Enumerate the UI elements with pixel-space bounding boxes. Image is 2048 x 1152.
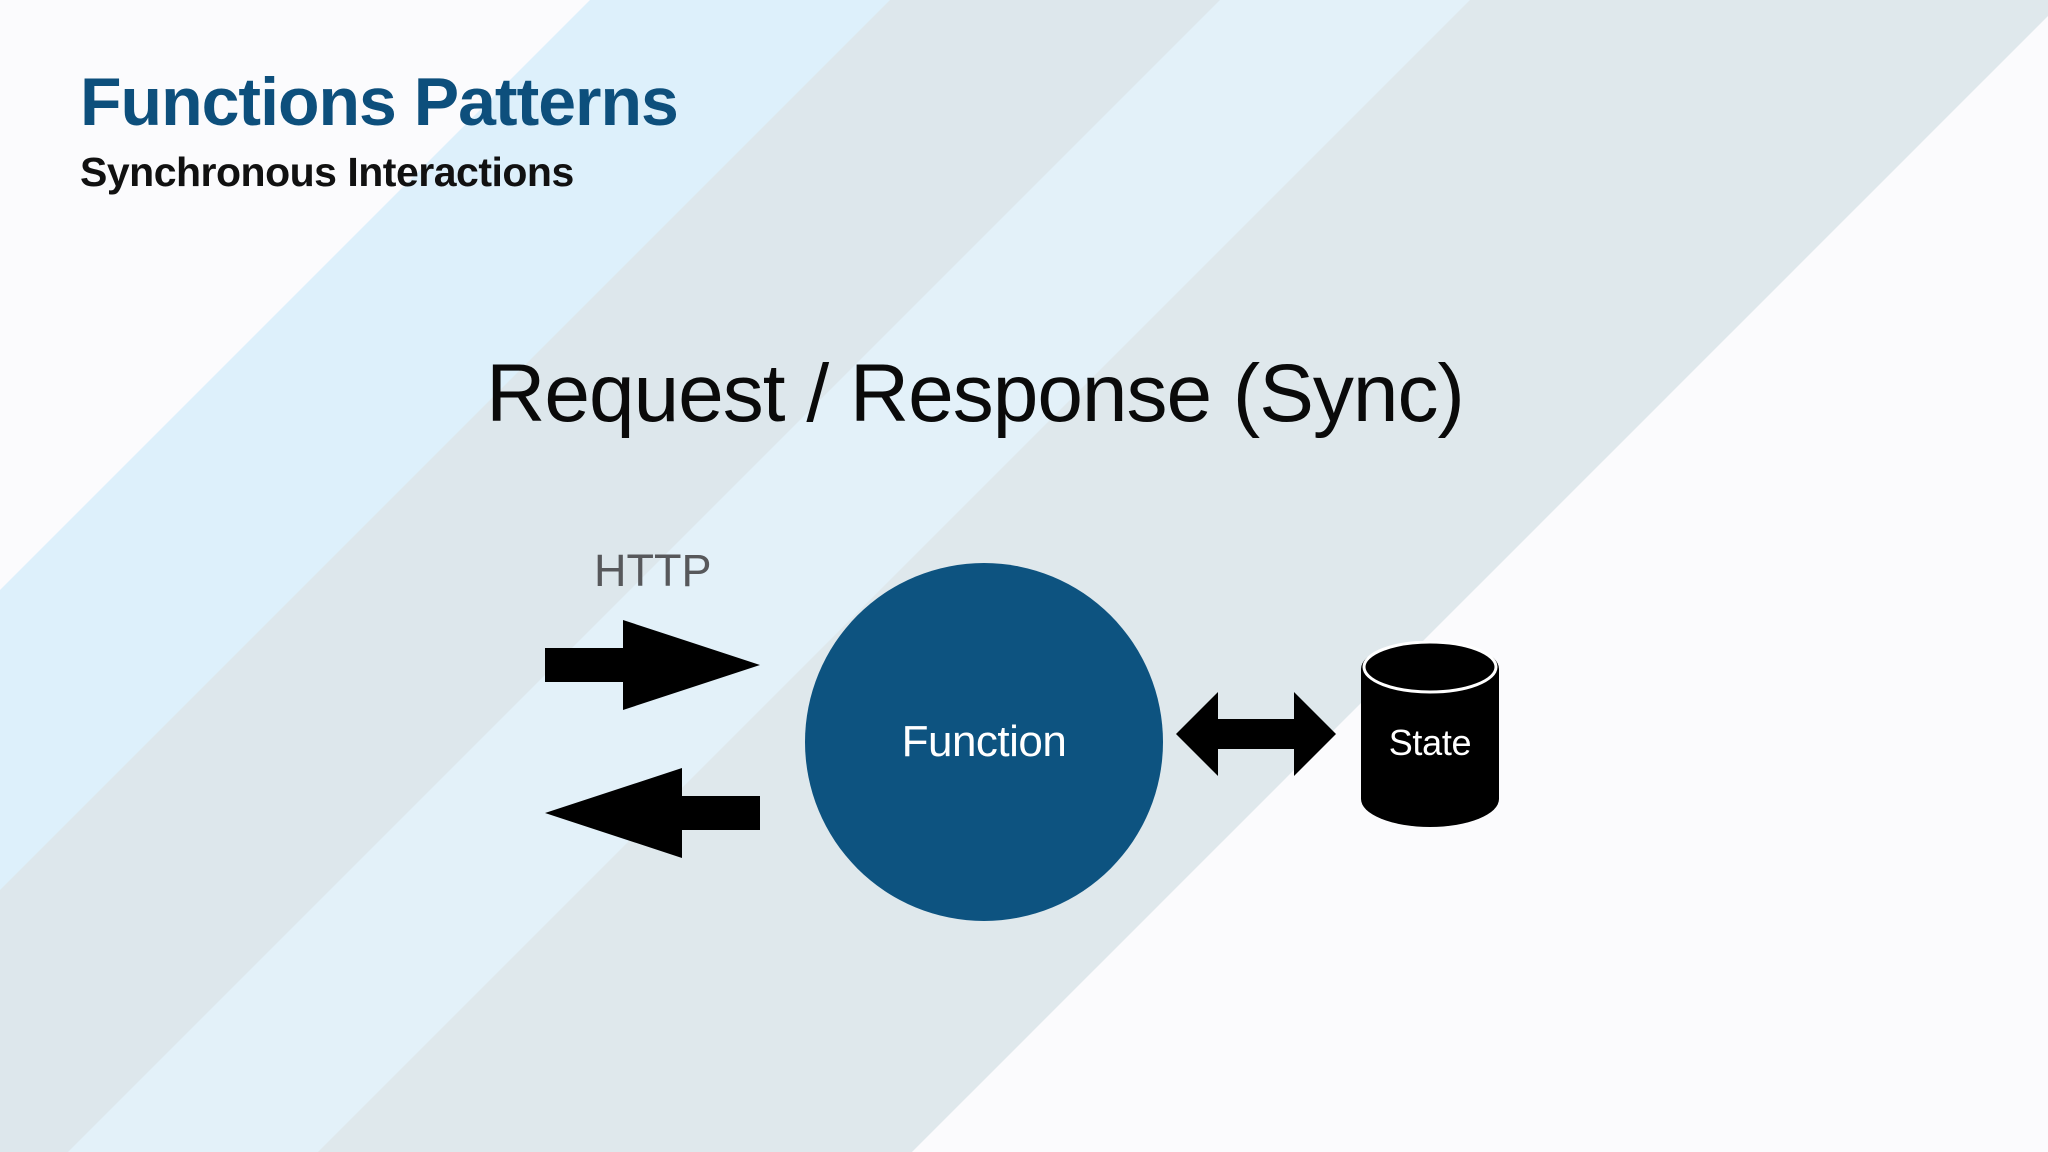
slide-subtitle: Synchronous Interactions xyxy=(80,149,574,195)
function-node-label: Function xyxy=(901,717,1067,766)
http-label: HTTP xyxy=(594,545,712,596)
diagram-heading: Request / Response (Sync) xyxy=(486,348,1465,439)
response-arrow-icon xyxy=(545,768,760,858)
state-node-cylinder-icon[interactable] xyxy=(1361,641,1499,827)
request-arrow-icon xyxy=(545,620,760,710)
function-node[interactable]: Function xyxy=(805,563,1163,921)
slide-title: Functions Patterns xyxy=(80,64,679,140)
state-node-label: State xyxy=(1388,722,1472,763)
state-bidirectional-arrow-icon xyxy=(1176,692,1336,776)
